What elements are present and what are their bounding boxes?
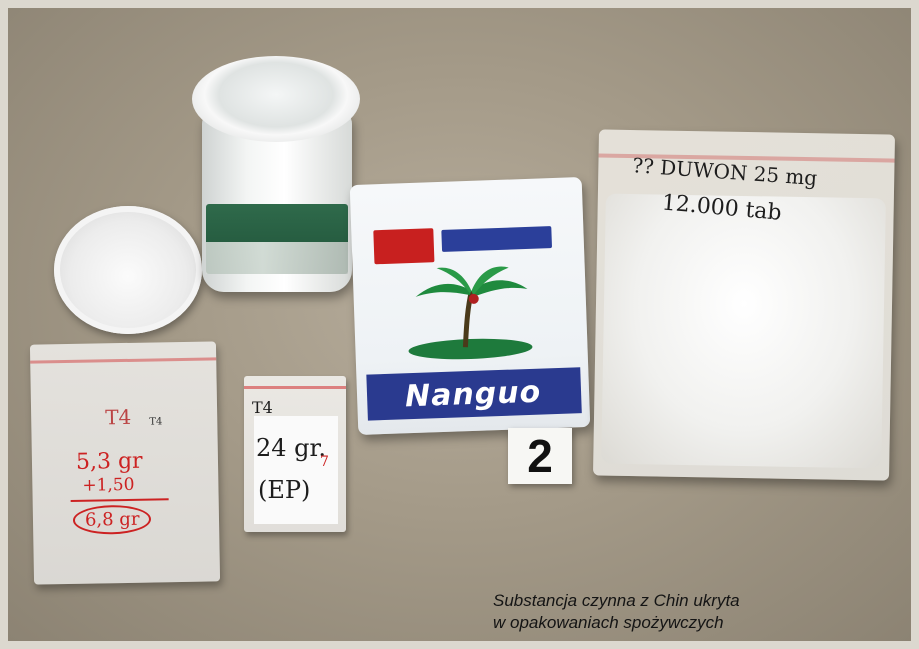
- handwritten-label: T4: [252, 398, 273, 417]
- handwritten-grade: (EP): [258, 476, 311, 504]
- jar-label-band: [206, 242, 348, 274]
- handwritten-weight-extra: +1,50: [82, 474, 135, 496]
- white-powder: [254, 416, 338, 524]
- large-powder-bag: ?? DUWON 25 mg 12.000 tab: [593, 129, 895, 481]
- jar-lid: [54, 206, 202, 334]
- evidence-marker-number: 2: [527, 430, 553, 482]
- bag-product-text-block: [441, 226, 553, 252]
- ziplock-strip: [244, 386, 346, 389]
- jar-rim: [192, 56, 360, 142]
- small-powder-bag-left: T4 T4 5,3 gr +1,50 6,8 gr: [29, 341, 221, 585]
- coconut-powder-bag: Nanguo: [349, 177, 591, 435]
- bag-red-logo: [373, 228, 435, 265]
- white-powder: [601, 193, 886, 469]
- handwritten-weight: 24 gr.: [256, 434, 326, 462]
- photo-caption: Substancja czynna z Chin ukryta w opakow…: [493, 590, 740, 634]
- evidence-photo: Nanguo 2 ?? DUWON 25 mg 12.000 tab T4 T4…: [8, 8, 911, 641]
- palm-tree-icon: [408, 266, 533, 360]
- handwritten-label-small: T4: [149, 416, 163, 428]
- handwritten-weight: 5,3 gr: [75, 448, 143, 475]
- sum-line: [70, 498, 169, 502]
- handwritten-red-mark: 7: [320, 454, 329, 470]
- handwritten-label: T4: [104, 404, 132, 430]
- evidence-marker-card: 2: [508, 428, 572, 484]
- plastic-jar: [192, 56, 360, 296]
- caption-line-1: Substancja czynna z Chin ukryta: [493, 591, 740, 610]
- small-powder-bag-middle: T4 24 gr. 7 (EP): [244, 376, 346, 532]
- ziplock-strip: [30, 357, 217, 364]
- handwritten-total: 6,8 gr: [72, 504, 152, 535]
- caption-line-2: w opakowaniach spożywczych: [493, 613, 724, 632]
